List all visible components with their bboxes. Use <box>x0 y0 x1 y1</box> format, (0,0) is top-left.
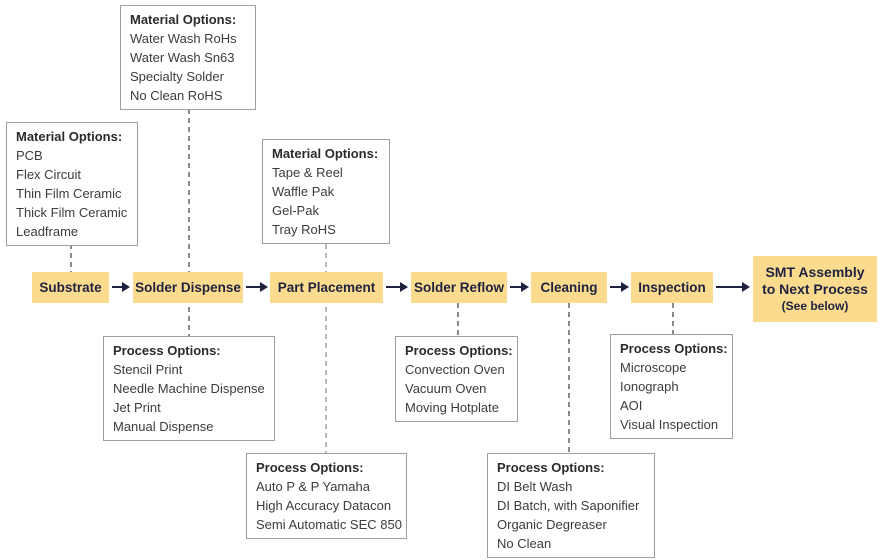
material-options-box-substrate: Material Options: PCB Flex Circuit Thin … <box>6 122 138 246</box>
option-item: No Clean <box>497 536 552 551</box>
process-options-box-solder-reflow: Process Options: Convection Oven Vacuum … <box>395 336 518 422</box>
process-options-box-inspection: Process Options: Microscope Ionograph AO… <box>610 334 733 439</box>
option-item: Organic Degreaser <box>497 517 607 532</box>
flow-step-part-placement: Part Placement <box>270 272 383 303</box>
option-item: Manual Dispense <box>113 419 214 434</box>
dashed-connector-part-placement <box>325 235 327 458</box>
option-item: DI Batch, with Saponifier <box>497 498 640 513</box>
flow-step-cleaning: Cleaning <box>531 272 607 303</box>
terminal-note: (See below) <box>781 298 849 313</box>
option-item: Water Wash RoHs <box>130 31 237 46</box>
option-item: Thick Film Ceramic <box>16 205 128 220</box>
option-item: Visual Inspection <box>620 417 719 432</box>
dashed-connector-cleaning <box>568 303 570 458</box>
dashed-connector-inspection <box>672 303 674 338</box>
option-box-title: Process Options: <box>497 460 605 475</box>
option-box-title: Material Options: <box>130 12 237 27</box>
process-options-box-solder-dispense: Process Options: Stencil Print Needle Ma… <box>103 336 275 441</box>
process-options-box-part-placement: Process Options: Auto P & P Yamaha High … <box>246 453 407 539</box>
option-item: AOI <box>620 398 643 413</box>
option-box-title: Process Options: <box>256 460 364 475</box>
option-box-title: Material Options: <box>16 129 123 144</box>
option-item: Water Wash Sn63 <box>130 50 235 65</box>
flow-step-inspection: Inspection <box>631 272 713 303</box>
option-item: Auto P & P Yamaha <box>256 479 370 494</box>
terminal-line: to Next Process <box>762 280 868 297</box>
flow-step-solder-reflow: Solder Reflow <box>411 272 507 303</box>
dashed-connector-solder-dispense <box>188 100 190 340</box>
flow-arrow <box>246 282 268 292</box>
flow-arrow <box>610 282 629 292</box>
option-item: DI Belt Wash <box>497 479 573 494</box>
option-item: Semi Automatic SEC 850 <box>256 517 402 532</box>
option-item: Leadframe <box>16 224 79 239</box>
option-item: No Clean RoHS <box>130 88 223 103</box>
option-item: Thin Film Ceramic <box>16 186 122 201</box>
option-box-title: Process Options: <box>405 343 513 358</box>
option-box-title: Process Options: <box>620 341 728 356</box>
option-item: PCB <box>16 148 43 163</box>
option-item: Waffle Pak <box>272 184 335 199</box>
option-item: High Accuracy Datacon <box>256 498 392 513</box>
option-box-title: Process Options: <box>113 343 221 358</box>
material-options-box-part-placement: Material Options: Tape & Reel Waffle Pak… <box>262 139 390 244</box>
option-item: Microscope <box>620 360 687 375</box>
terminal-line: SMT Assembly <box>765 263 865 280</box>
option-item: Gel-Pak <box>272 203 319 218</box>
flow-arrow <box>112 282 130 292</box>
option-item: Stencil Print <box>113 362 183 377</box>
option-item: Ionograph <box>620 379 679 394</box>
option-item: Tray RoHS <box>272 222 336 237</box>
flow-terminal-smt-assembly: SMT Assembly to Next Process (See below) <box>753 256 877 322</box>
dashed-connector-substrate <box>70 235 72 272</box>
option-item: Vacuum Oven <box>405 381 487 396</box>
option-item: Flex Circuit <box>16 167 82 182</box>
process-options-box-cleaning: Process Options: DI Belt Wash DI Batch, … <box>487 453 655 558</box>
dashed-connector-solder-reflow <box>457 303 459 340</box>
flow-step-solder-dispense: Solder Dispense <box>133 272 243 303</box>
option-item: Moving Hotplate <box>405 400 499 415</box>
material-options-box-solder-dispense: Material Options: Water Wash RoHs Water … <box>120 5 256 110</box>
flow-arrow <box>716 282 750 292</box>
option-item: Jet Print <box>113 400 161 415</box>
flow-arrow <box>386 282 408 292</box>
option-item: Convection Oven <box>405 362 505 377</box>
option-box-title: Material Options: <box>272 146 379 161</box>
option-item: Needle Machine Dispense <box>113 381 265 396</box>
flow-arrow <box>510 282 529 292</box>
option-item: Specialty Solder <box>130 69 224 84</box>
flow-step-substrate: Substrate <box>32 272 109 303</box>
option-item: Tape & Reel <box>272 165 343 180</box>
